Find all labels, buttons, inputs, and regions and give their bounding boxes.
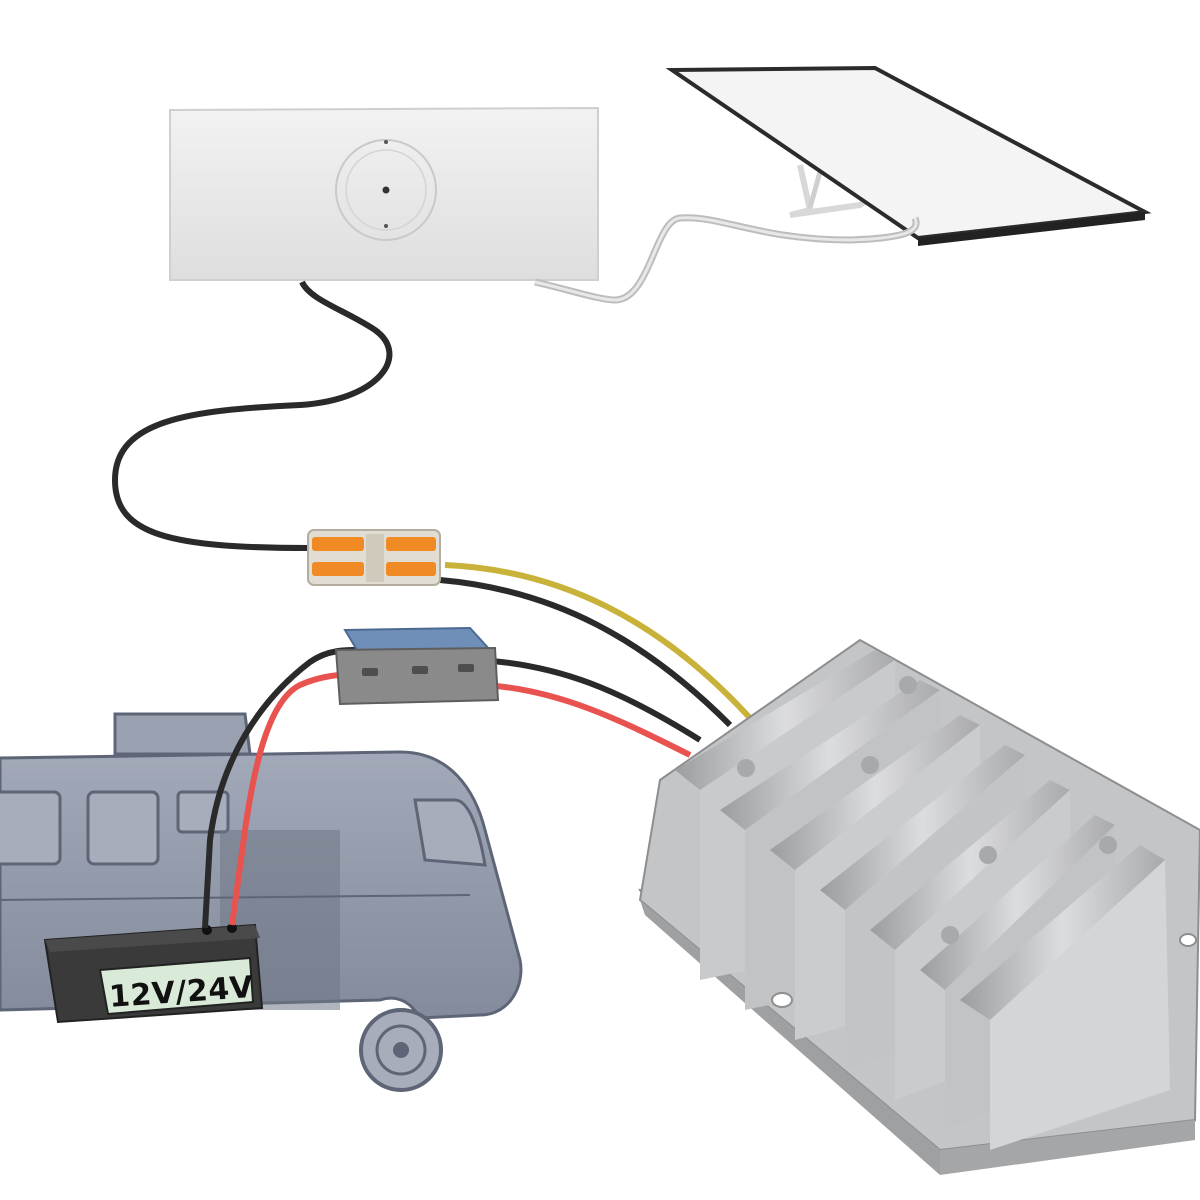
dc-dc-converter bbox=[637, 638, 1200, 1175]
orange-lever-connector bbox=[307, 529, 441, 586]
converter-black-cable bbox=[479, 657, 702, 743]
van bbox=[0, 712, 523, 1092]
battery-red-cable bbox=[229, 671, 361, 926]
router-power-cable bbox=[111, 280, 393, 551]
blue-lever-connector bbox=[334, 626, 500, 706]
router bbox=[169, 106, 599, 281]
converter-red-cable bbox=[484, 682, 692, 758]
satellite-dish bbox=[665, 65, 1152, 246]
heat-sink-fins bbox=[675, 650, 1170, 1150]
converter-yellow-cable bbox=[444, 562, 753, 721]
converter-upper-black-cable bbox=[439, 577, 733, 728]
